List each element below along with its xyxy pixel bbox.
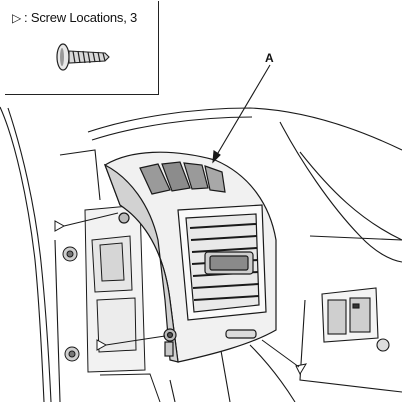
legend-caption: ▷: Screw Locations, 3 [12, 10, 137, 25]
dashboard-outline [0, 106, 402, 403]
screw-marker-3 [261, 339, 308, 376]
legend-box: ▷: Screw Locations, 3 [5, 1, 159, 95]
callout-label-a: A [265, 51, 274, 65]
screw-marker-icon: ▷ [12, 11, 22, 25]
left-bracket [62, 204, 161, 403]
air-vent-housing [103, 151, 277, 363]
screw-location-markers [54, 212, 308, 376]
screw-icon [56, 43, 110, 71]
screw-marker-1 [54, 212, 119, 232]
callout-a-leader [212, 64, 271, 164]
switch-panel [321, 287, 390, 352]
legend-label: : Screw Locations, 3 [24, 10, 138, 25]
screw-marker-2 [96, 335, 166, 351]
